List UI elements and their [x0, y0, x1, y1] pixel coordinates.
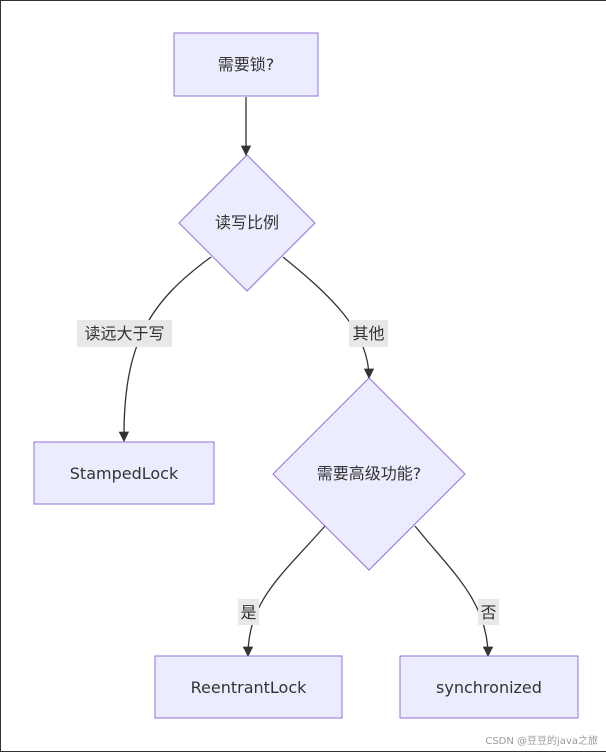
svg-text:需要高级功能?: 需要高级功能? [317, 464, 422, 483]
svg-text:需要锁?: 需要锁? [218, 55, 275, 74]
edge-ratio-to-advanced [282, 256, 375, 380]
edge-label-yes: 是 [238, 599, 259, 625]
svg-text:是: 是 [240, 603, 256, 622]
svg-text:否: 否 [480, 603, 496, 622]
edge-label-no: 否 [478, 599, 499, 625]
edge-advanced-to-synchronized [414, 525, 494, 658]
svg-text:其他: 其他 [352, 324, 384, 343]
svg-text:读写比例: 读写比例 [215, 213, 279, 232]
node-synchronized: synchronized [399, 655, 579, 719]
watermark: CSDN @豆豆的java之旅 [485, 736, 598, 747]
node-need-advanced: 需要高级功能? [272, 377, 466, 571]
svg-text:synchronized: synchronized [436, 678, 542, 697]
node-rw-ratio: 读写比例 [178, 154, 316, 292]
edge-label-read-much-more: 读远大于写 [77, 320, 172, 347]
svg-text:读远大于写: 读远大于写 [84, 324, 164, 343]
node-reentrant-lock: ReentrantLock [154, 655, 343, 719]
edge-label-other: 其他 [349, 320, 388, 347]
node-need-lock: 需要锁? [173, 32, 319, 97]
node-stamped-lock: StampedLock [33, 441, 215, 505]
edge-advanced-to-reentrant [242, 525, 326, 658]
svg-text:StampedLock: StampedLock [70, 464, 179, 483]
svg-text:ReentrantLock: ReentrantLock [191, 678, 308, 697]
edge-ratio-to-stamped [118, 256, 212, 443]
